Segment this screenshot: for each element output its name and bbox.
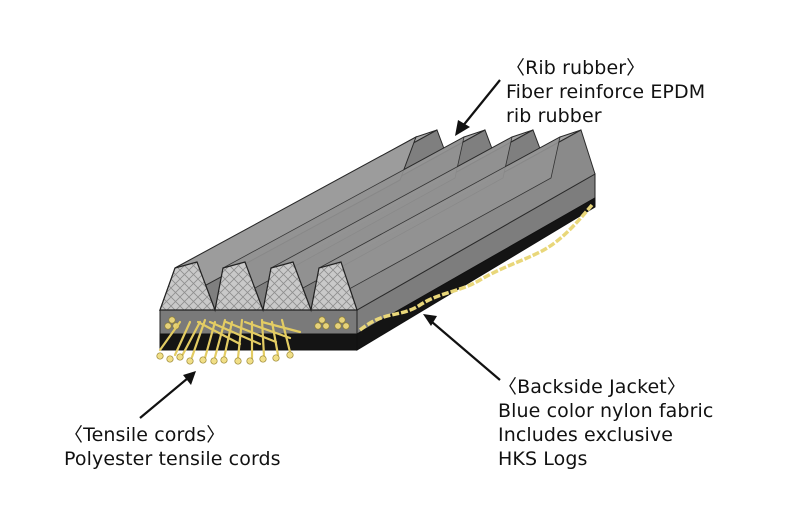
arrow-backside-jacket-head [423,314,437,326]
tensile-cord-side [358,203,594,332]
backside-jacket-label: 〈Backside Jacket〉 Blue color nylon fabri… [498,375,713,471]
rib-rubber [159,129,596,313]
arrow-backside-jacket [431,321,501,381]
tensile-cord-strands [158,318,302,360]
rib-rubber-label: 〈Rib rubber〉 Fiber reinforce EPDM rib ru… [506,56,705,128]
backside-jacket-line3: HKS Logs [498,448,588,470]
backside-jacket-line2: Includes exclusive [498,424,674,446]
tensile-cords-line1: Polyester tensile cords [64,448,281,470]
belt-body [159,173,596,351]
arrow-tensile-cords [139,377,189,419]
backside-jacket-title: 〈Backside Jacket〉 [498,376,686,398]
rib-rubber-title: 〈Rib rubber〉 [506,57,646,79]
tensile-cords-title: 〈Tensile cords〉 [64,424,226,446]
backside-jacket-line1: Blue color nylon fabric [498,400,714,422]
rib-rubber-line1: Fiber reinforce EPDM [506,81,706,103]
tensile-cord-dots [164,316,350,330]
rib-rubber-line2: rib rubber [506,105,602,127]
tensile-cords-label: 〈Tensile cords〉 Polyester tensile cords [64,423,281,471]
arrow-rib-rubber [461,79,501,128]
tensile-cord-ends [156,351,294,365]
pointer-arrows [139,79,501,419]
arrow-tensile-cords-head [183,371,196,385]
arrow-rib-rubber-head [455,120,470,136]
